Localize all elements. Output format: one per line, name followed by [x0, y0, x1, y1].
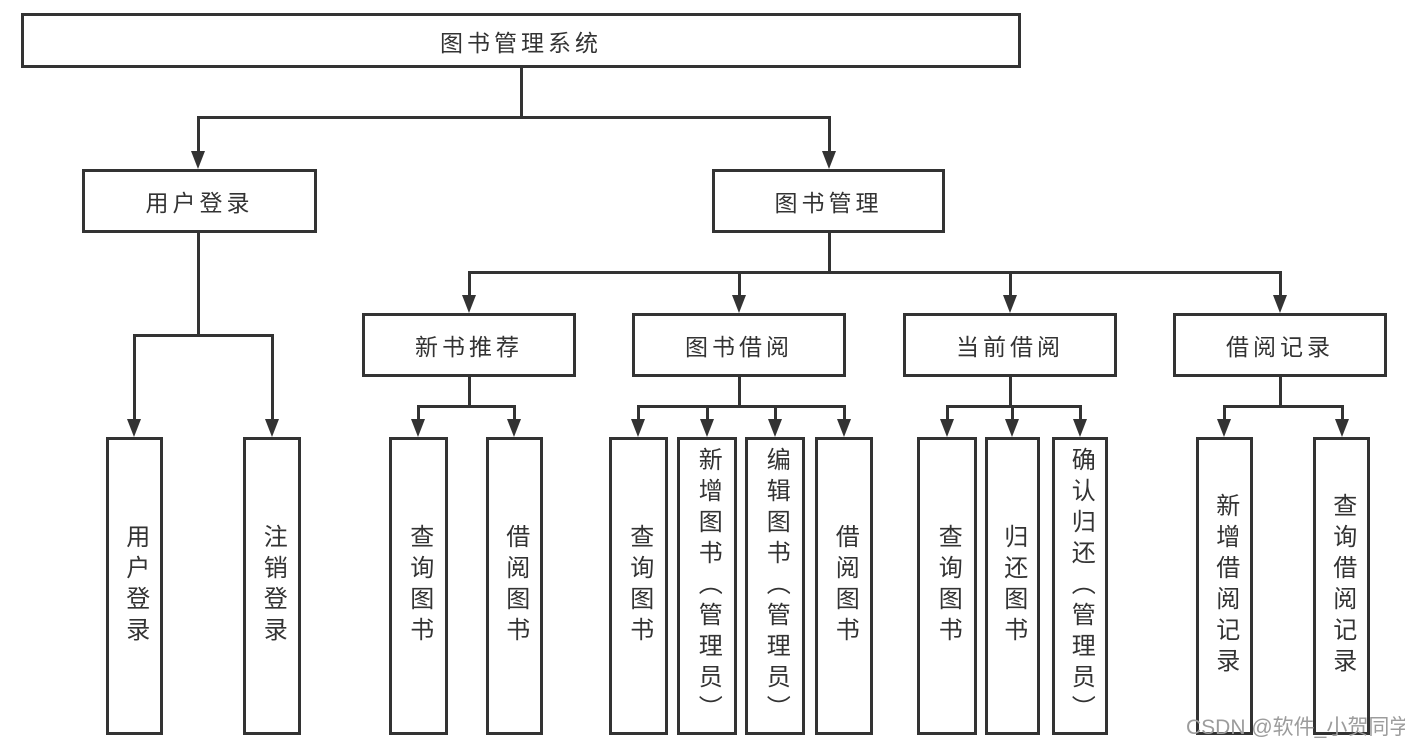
connector-line — [946, 405, 1082, 408]
node-label: 当前借阅 — [956, 334, 1064, 360]
connector-line — [738, 377, 741, 407]
leaf-add-borrow-record: 新增借阅记录 — [1196, 437, 1253, 735]
node-new-book-recommend: 新书推荐 — [362, 313, 576, 377]
connector-line — [417, 405, 420, 421]
arrowhead-down-icon — [1273, 295, 1287, 313]
leaf-query-books-borrow: 查询图书 — [609, 437, 668, 735]
node-label: 编辑图书（管理员） — [762, 446, 790, 726]
leaf-borrow-books-recommend: 借阅图书 — [486, 437, 543, 735]
connector-line — [133, 334, 136, 421]
leaf-add-book-admin: 新增图书（管理员） — [677, 437, 737, 735]
node-label: 查询借阅记录 — [1328, 493, 1356, 679]
node-label: 图书管理系统 — [440, 29, 602, 56]
connector-line — [133, 334, 274, 337]
node-label: 借阅图书 — [501, 524, 529, 648]
node-label: 借阅记录 — [1226, 334, 1334, 360]
connector-line — [1223, 405, 1344, 408]
arrowhead-down-icon — [822, 151, 836, 169]
arrowhead-down-icon — [1217, 419, 1231, 437]
connector-line — [197, 116, 831, 119]
connector-line — [417, 405, 516, 408]
connector-line — [197, 116, 200, 153]
node-book-borrowing: 图书借阅 — [632, 313, 846, 377]
arrowhead-down-icon — [1335, 419, 1349, 437]
connector-line — [828, 116, 831, 153]
arrowhead-down-icon — [837, 419, 851, 437]
node-label: 查询图书 — [625, 524, 653, 648]
node-borrow-records: 借阅记录 — [1173, 313, 1387, 377]
arrowhead-down-icon — [768, 419, 782, 437]
leaf-return-book: 归还图书 — [985, 437, 1040, 735]
connector-line — [468, 271, 1282, 274]
node-user-login-branch: 用户登录 — [82, 169, 317, 233]
leaf-edit-book-admin: 编辑图书（管理员） — [745, 437, 805, 735]
node-label: 图书借阅 — [685, 334, 793, 360]
node-label: 新增图书（管理员） — [694, 446, 722, 726]
connector-line — [1009, 271, 1012, 297]
node-label: 归还图书 — [999, 524, 1027, 648]
arrowhead-down-icon — [191, 151, 205, 169]
arrowhead-down-icon — [265, 419, 279, 437]
connector-line — [271, 334, 274, 421]
arrowhead-down-icon — [1005, 419, 1019, 437]
arrowhead-down-icon — [700, 419, 714, 437]
arrowhead-down-icon — [462, 295, 476, 313]
connector-line — [637, 405, 846, 408]
node-label: 注销登录 — [259, 524, 287, 648]
connector-line — [946, 405, 949, 421]
arrowhead-down-icon — [1073, 419, 1087, 437]
connector-line — [738, 271, 741, 297]
node-label: 确认归还（管理员） — [1067, 446, 1095, 726]
connector-line — [637, 405, 640, 421]
arrowhead-down-icon — [507, 419, 521, 437]
node-label: 新书推荐 — [415, 334, 523, 360]
connector-line — [468, 377, 471, 407]
arrowhead-down-icon — [411, 419, 425, 437]
node-label: 用户登录 — [145, 190, 254, 216]
connector-line — [1341, 405, 1344, 421]
arrowhead-down-icon — [732, 295, 746, 313]
leaf-query-borrow-record: 查询借阅记录 — [1313, 437, 1370, 735]
connector-line — [706, 405, 709, 421]
arrowhead-down-icon — [1003, 295, 1017, 313]
connector-line — [1009, 377, 1012, 407]
connector-line — [1079, 405, 1082, 421]
arrowhead-down-icon — [631, 419, 645, 437]
connector-line — [520, 68, 523, 118]
node-library-management-system: 图书管理系统 — [21, 13, 1021, 68]
connector-line — [1279, 271, 1282, 297]
watermark: CSDN @软件_小贺同学 — [1186, 716, 1405, 739]
arrowhead-down-icon — [940, 419, 954, 437]
leaf-query-books-recommend: 查询图书 — [389, 437, 448, 735]
leaf-logout-login: 注销登录 — [243, 437, 301, 735]
node-label: 借阅图书 — [831, 524, 859, 648]
connector-line — [828, 233, 831, 273]
connector-line — [1223, 405, 1226, 421]
leaf-user-login: 用户登录 — [106, 437, 163, 735]
leaf-query-books-current: 查询图书 — [917, 437, 977, 735]
node-current-borrowing: 当前借阅 — [903, 313, 1117, 377]
connector-line — [1279, 377, 1282, 407]
connector-line — [843, 405, 846, 421]
node-book-management: 图书管理 — [712, 169, 945, 233]
leaf-borrow-books-borrow: 借阅图书 — [815, 437, 873, 735]
connector-line — [1011, 405, 1014, 421]
node-label: 新增借阅记录 — [1211, 493, 1239, 679]
node-label: 查询图书 — [405, 524, 433, 648]
leaf-confirm-return-admin: 确认归还（管理员） — [1052, 437, 1108, 735]
node-label: 用户登录 — [121, 524, 149, 648]
node-label: 图书管理 — [774, 190, 883, 216]
connector-line — [197, 233, 200, 337]
connector-line — [513, 405, 516, 421]
connector-line — [468, 271, 471, 297]
arrowhead-down-icon — [127, 419, 141, 437]
connector-line — [774, 405, 777, 421]
node-label: 查询图书 — [934, 524, 962, 648]
